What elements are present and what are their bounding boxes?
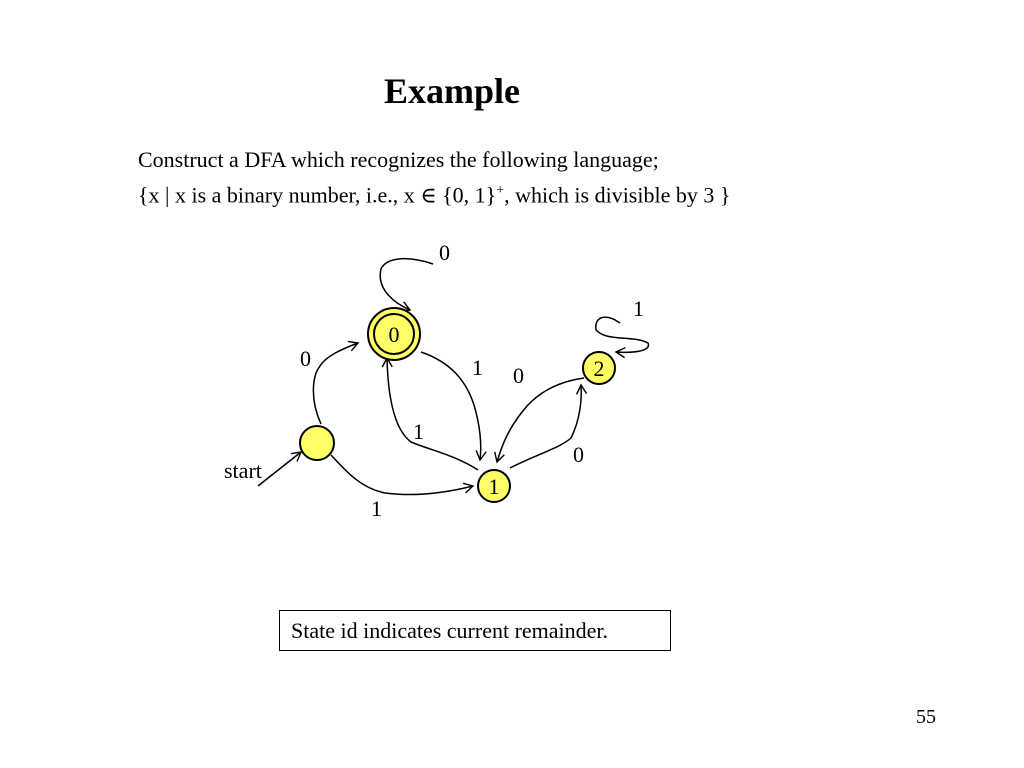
edge-label-start-to-0: 0	[300, 346, 311, 371]
edge-label-2-to-2: 1	[633, 296, 644, 321]
problem-statement: Construct a DFA which recognizes the fol…	[138, 144, 730, 210]
state-2-label: 2	[594, 356, 605, 381]
edge-1-to-0	[381, 356, 479, 471]
state-0: 0	[367, 307, 421, 361]
start-arrow	[257, 451, 303, 487]
problem-line-2-part-b: {0, 1}	[436, 182, 497, 208]
start-state	[299, 425, 335, 461]
edge-0-to-0	[379, 257, 434, 312]
edge-label-0-to-1: 1	[472, 355, 483, 380]
problem-line-2: {x | x is a binary number, i.e., x ∈ {0,…	[138, 175, 730, 210]
state-1: 1	[477, 469, 511, 503]
edge-1-to-2	[509, 383, 588, 469]
state-2: 2	[582, 351, 616, 385]
start-state-circle	[299, 425, 335, 461]
edge-2-to-1	[494, 377, 585, 464]
problem-line-2-part-a: {x | x is a binary number, i.e., x	[138, 182, 421, 208]
page-number: 55	[916, 706, 936, 728]
edge-2-to-2	[595, 316, 650, 359]
edge-label-1-to-2: 0	[573, 442, 584, 467]
problem-line-1: Construct a DFA which recognizes the fol…	[138, 147, 659, 172]
state-0-outer-ring	[367, 307, 421, 361]
remainder-note: State id indicates current remainder.	[279, 610, 671, 651]
state-2-circle	[582, 351, 616, 385]
edge-start-to-0	[312, 340, 360, 425]
state-1-circle	[477, 469, 511, 503]
state-0-inner-ring	[373, 313, 415, 355]
element-of-symbol: ∈	[420, 182, 437, 208]
edge-start-to-1	[330, 454, 475, 496]
edge-label-2-to-1: 0	[513, 363, 524, 388]
start-label: start	[224, 458, 262, 483]
edge-0-to-1	[420, 351, 487, 462]
problem-line-2-part-c: , which is divisible by 3 }	[504, 182, 731, 208]
state-0-label: 0	[389, 322, 400, 347]
edge-label-1-to-0: 1	[413, 419, 424, 444]
edge-label-start-to-1: 1	[371, 496, 382, 521]
superscript-plus: +	[496, 183, 505, 198]
state-1-label: 1	[489, 474, 500, 499]
slide-title: Example	[383, 71, 520, 111]
edge-label-0-to-0: 0	[439, 240, 450, 265]
